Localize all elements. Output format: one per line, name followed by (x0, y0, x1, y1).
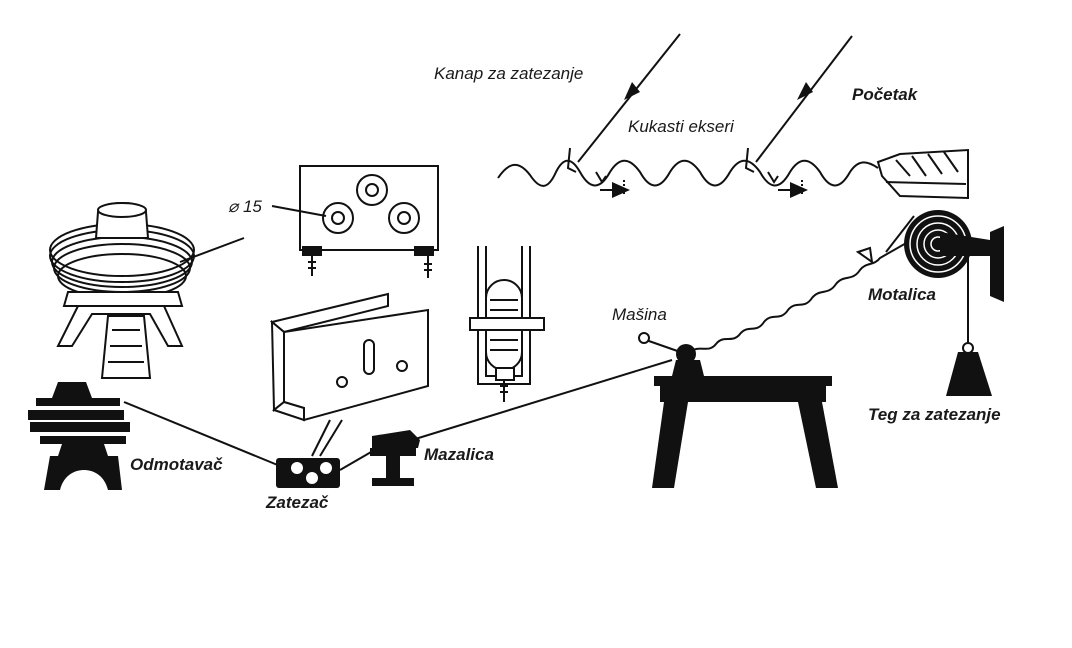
start-spring (876, 148, 969, 200)
label-start: Početak (852, 85, 919, 104)
label-diameter: ⌀ 15 (228, 197, 262, 216)
machine (638, 332, 838, 488)
pulley-bracket (469, 246, 545, 402)
hook-nail-4 (767, 171, 779, 184)
wire-segment-3 (411, 359, 673, 441)
tension-weight (946, 256, 992, 396)
wavy-wire (497, 159, 879, 187)
tension-string-1 (577, 33, 681, 163)
label-unwinder: Odmotavač (130, 455, 223, 474)
twisted-wire (689, 225, 937, 353)
label-hook-nails: Kukasti ekseri (628, 117, 735, 136)
pointer-line-1 (319, 419, 343, 457)
hook-nail-2 (595, 171, 607, 184)
wire-segment-1 (123, 401, 281, 467)
unwinder-base (28, 382, 130, 490)
label-tension-weight: Teg za zatezanje (868, 405, 1001, 424)
label-machine: Mašina (612, 305, 667, 324)
tension-string-2 (755, 35, 853, 163)
label-winder: Motalica (868, 285, 936, 304)
oiler (370, 430, 420, 486)
wavy-wire-illustration (497, 33, 969, 200)
label-tensioner: Zatezač (265, 493, 329, 512)
unwinder-spool (49, 202, 245, 379)
three-hole-plate (271, 165, 439, 278)
hook-nail-3 (744, 147, 755, 173)
hook-nail-1 (566, 147, 577, 173)
label-tension-string: Kanap za zatezanje (434, 64, 583, 83)
u-bracket (269, 292, 429, 422)
winder (885, 210, 1004, 302)
tensioner (276, 458, 340, 488)
label-oiler: Mazalica (424, 445, 494, 464)
